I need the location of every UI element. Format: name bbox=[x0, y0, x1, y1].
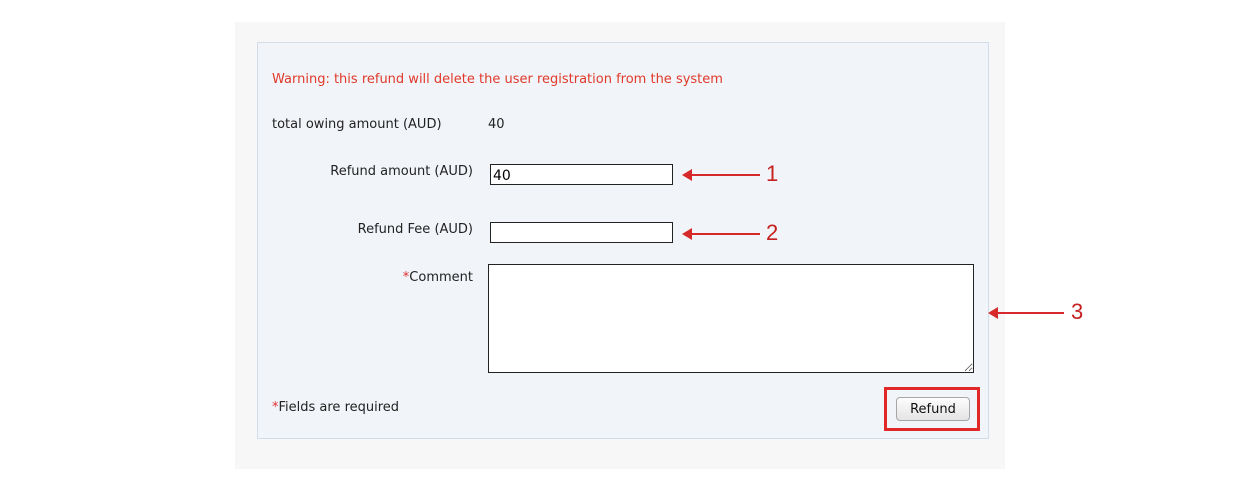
refund-amount-input[interactable] bbox=[490, 164, 673, 185]
refund-fee-input[interactable] bbox=[490, 222, 673, 243]
refund-amount-label: Refund amount (AUD) bbox=[330, 164, 473, 179]
annotation-arrow-2 bbox=[682, 228, 760, 240]
comment-label: *Comment bbox=[253, 270, 473, 286]
required-note-text: Fields are required bbox=[278, 400, 400, 415]
annotation-label-3: 3 bbox=[1071, 299, 1084, 324]
required-asterisk: * bbox=[272, 400, 279, 415]
total-owing-value: 40 bbox=[488, 117, 505, 132]
required-asterisk: * bbox=[402, 270, 410, 285]
warning-message: Warning: this refund will delete the use… bbox=[272, 72, 723, 87]
total-owing-label: total owing amount (AUD) bbox=[272, 117, 442, 132]
comment-label-text: Comment bbox=[409, 270, 473, 285]
annotation-arrow-3 bbox=[988, 307, 1064, 319]
annotation-label-1: 1 bbox=[766, 161, 779, 186]
annotation-label-2: 2 bbox=[766, 220, 779, 245]
refund-fee-label: Refund Fee (AUD) bbox=[357, 222, 473, 237]
comment-textarea[interactable] bbox=[488, 264, 974, 373]
required-note: *Fields are required bbox=[272, 400, 399, 416]
highlight-box bbox=[884, 387, 980, 431]
refund-button[interactable]: Refund bbox=[896, 397, 970, 421]
annotation-arrow-1 bbox=[682, 169, 760, 181]
